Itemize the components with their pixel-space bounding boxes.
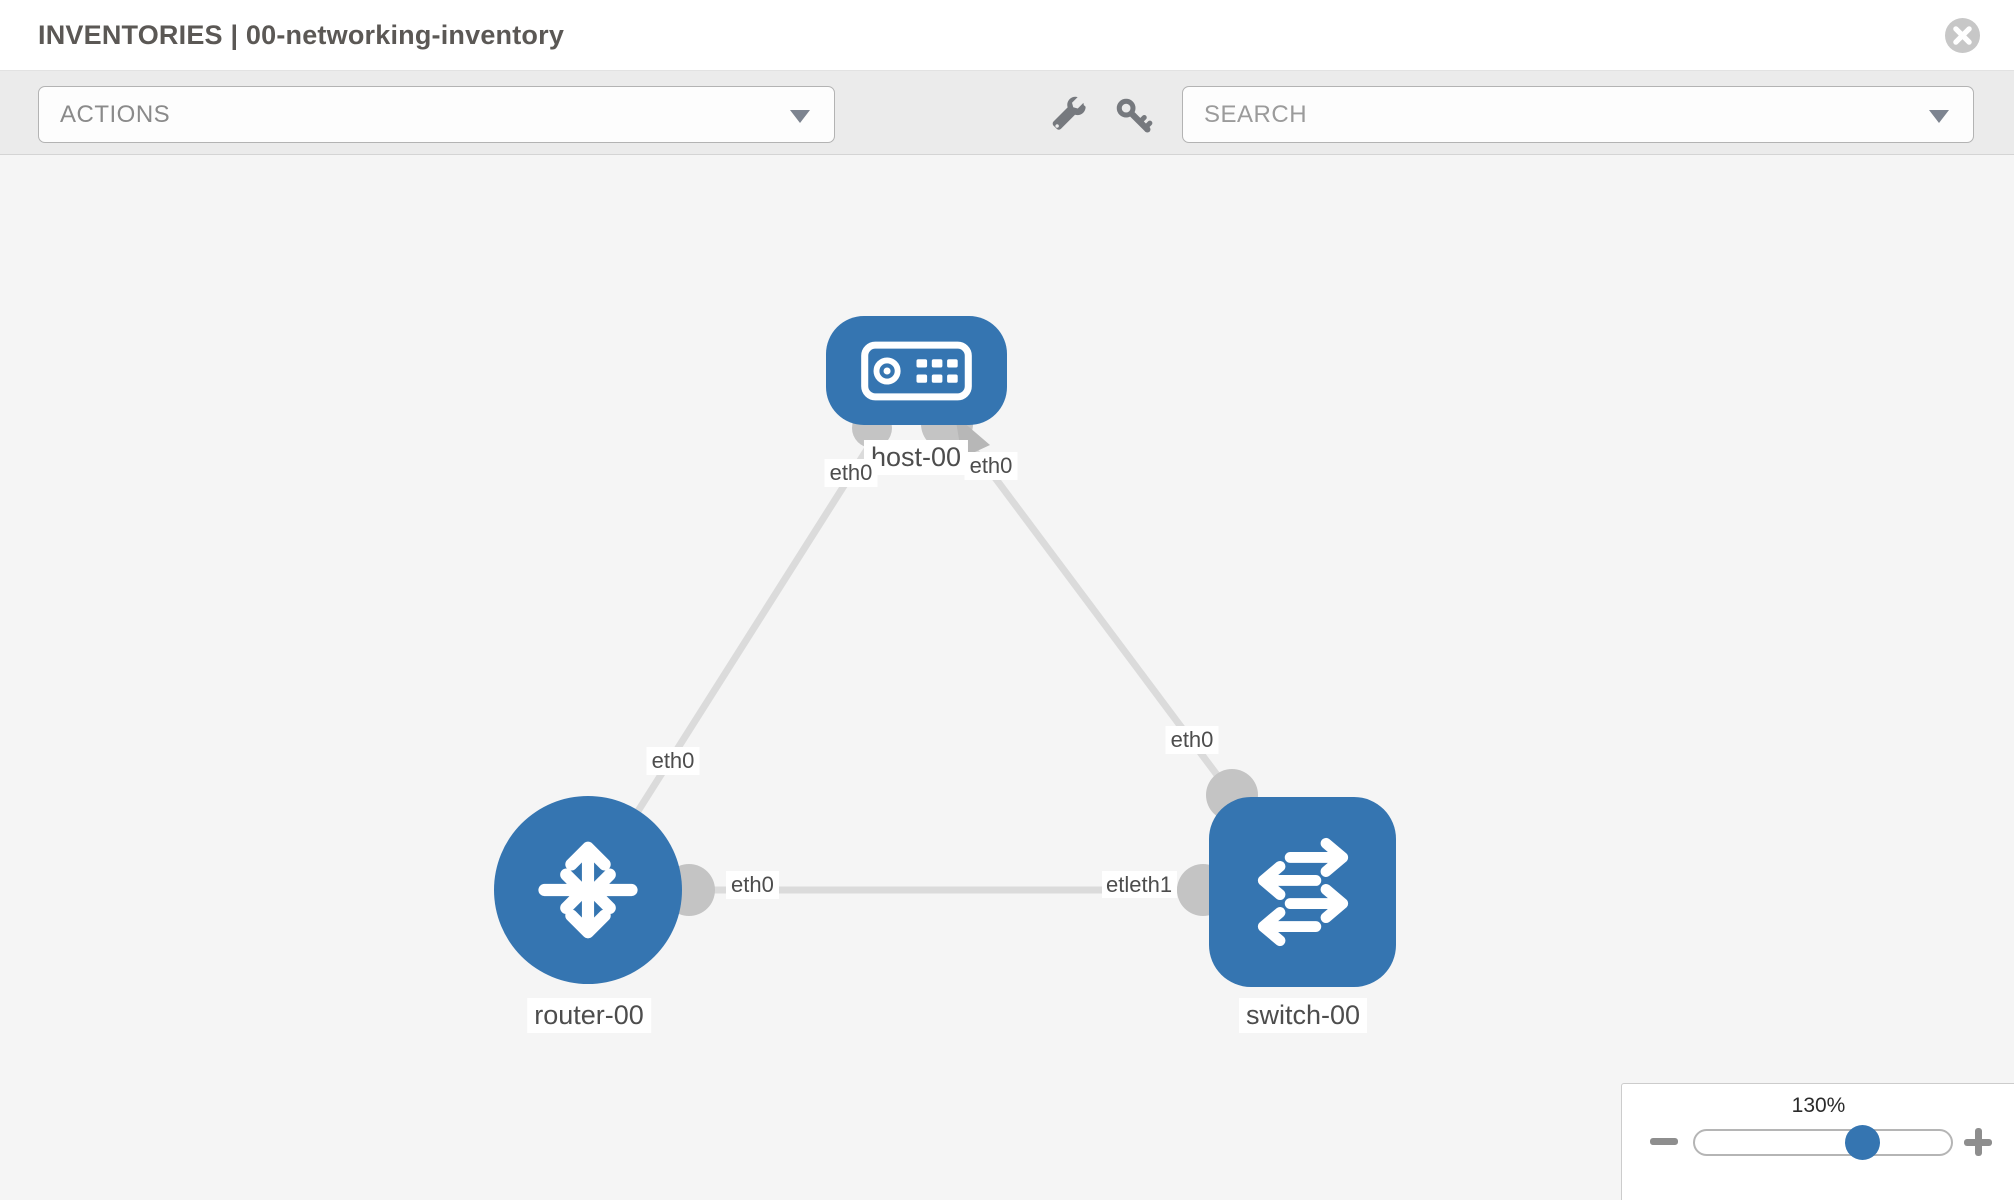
if-label-host-eth0-right: eth0 [964,452,1018,480]
if-label-switch-eth1-group: etleth1 [1102,871,1178,898]
if-label-router-eth0-uplink: eth0 [646,747,700,775]
zoom-in-button[interactable] [1964,1128,1992,1156]
chevron-down-icon [1929,110,1949,123]
node-host-00[interactable] [826,316,1007,425]
page-title: INVENTORIES | 00-networking-inventory [38,20,565,50]
zoom-percentage: 130% [1791,1094,1846,1117]
chevron-down-icon [790,110,810,123]
key-icon [1116,98,1153,133]
node-label-host: host-00 [863,440,969,475]
search-combobox[interactable] [1182,86,1974,143]
search-input[interactable] [1183,100,1863,129]
node-label-switch: switch-00 [1238,998,1368,1033]
if-label-host-eth0-left: eth0 [824,459,878,487]
actions-dropdown[interactable]: ACTIONS [38,86,835,143]
if-label-obscured-fragment: etl [1102,871,1130,898]
if-label-switch-eth0-uplink: eth0 [1165,726,1219,754]
configure-button[interactable] [1048,95,1088,135]
close-button[interactable] [1945,18,1980,53]
host-icon [861,341,972,401]
zoom-slider-track[interactable] [1693,1129,1953,1156]
zoom-out-button[interactable] [1650,1138,1678,1145]
panel-header: INVENTORIES | 00-networking-inventory [0,0,2014,71]
node-label-router: router-00 [527,998,651,1033]
close-icon [1953,26,1972,45]
toolbar: ACTIONS [0,71,2014,155]
switch-icon [1257,837,1349,947]
node-router-00[interactable] [494,796,682,984]
credentials-button[interactable] [1113,95,1153,135]
zoom-control-panel: 130% [1621,1083,2014,1200]
if-label-router-eth0: eth0 [726,871,779,899]
wrench-icon [1052,96,1086,130]
zoom-slider-thumb[interactable] [1845,1125,1880,1160]
node-switch-00[interactable] [1209,797,1396,987]
actions-dropdown-label: ACTIONS [60,100,171,128]
router-icon [538,841,638,939]
if-label-switch-eth1: eth1 [1129,871,1178,898]
link-host-router[interactable] [585,370,919,892]
